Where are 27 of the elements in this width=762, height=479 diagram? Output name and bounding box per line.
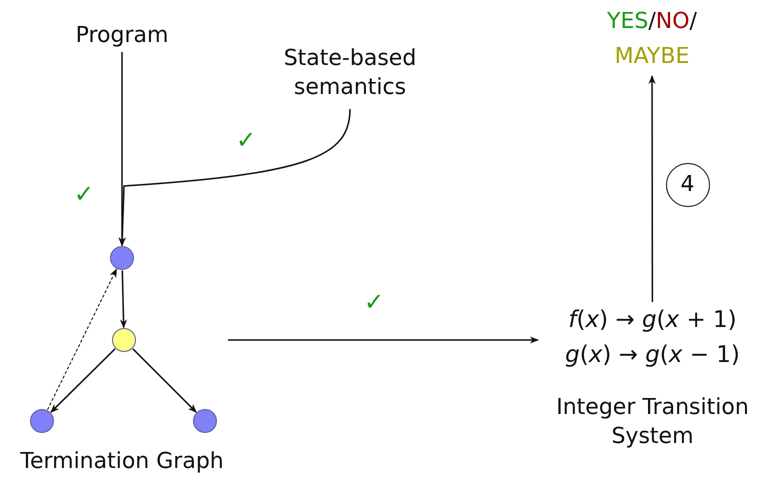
check-mark: ✓ — [236, 126, 256, 154]
component-label: Program — [74, 22, 170, 50]
arrow — [118, 52, 126, 246]
arrow — [118, 108, 351, 246]
system-caption: Integer Transition System — [555, 394, 750, 451]
graph-node-circle — [30, 409, 54, 433]
component-label: State-based semantics — [282, 45, 418, 102]
arrow — [648, 75, 656, 302]
graph-node-circle — [112, 328, 136, 352]
arrow — [50, 348, 116, 413]
answer-option: MAYBE — [614, 44, 690, 70]
rewrite-rule: f(x) → g(x + 1) — [567, 306, 738, 335]
rewrite-rule: g(x) → g(x − 1) — [564, 341, 741, 370]
check-mark: ✓ — [74, 180, 94, 208]
dashed-arrow — [47, 268, 117, 410]
separator: / — [690, 9, 697, 34]
arrow — [120, 270, 128, 328]
check-mark: ✓ — [364, 288, 384, 316]
answer-option: NO — [656, 9, 690, 34]
graph-caption: Termination Graph — [19, 448, 225, 476]
arrow — [228, 336, 539, 344]
graph-node-circle — [193, 409, 217, 433]
arrow — [132, 348, 197, 413]
separator: / — [648, 9, 656, 34]
graph-node-circle — [110, 246, 134, 270]
answer-option: YES — [607, 9, 648, 34]
step-number: 4 — [680, 171, 696, 199]
